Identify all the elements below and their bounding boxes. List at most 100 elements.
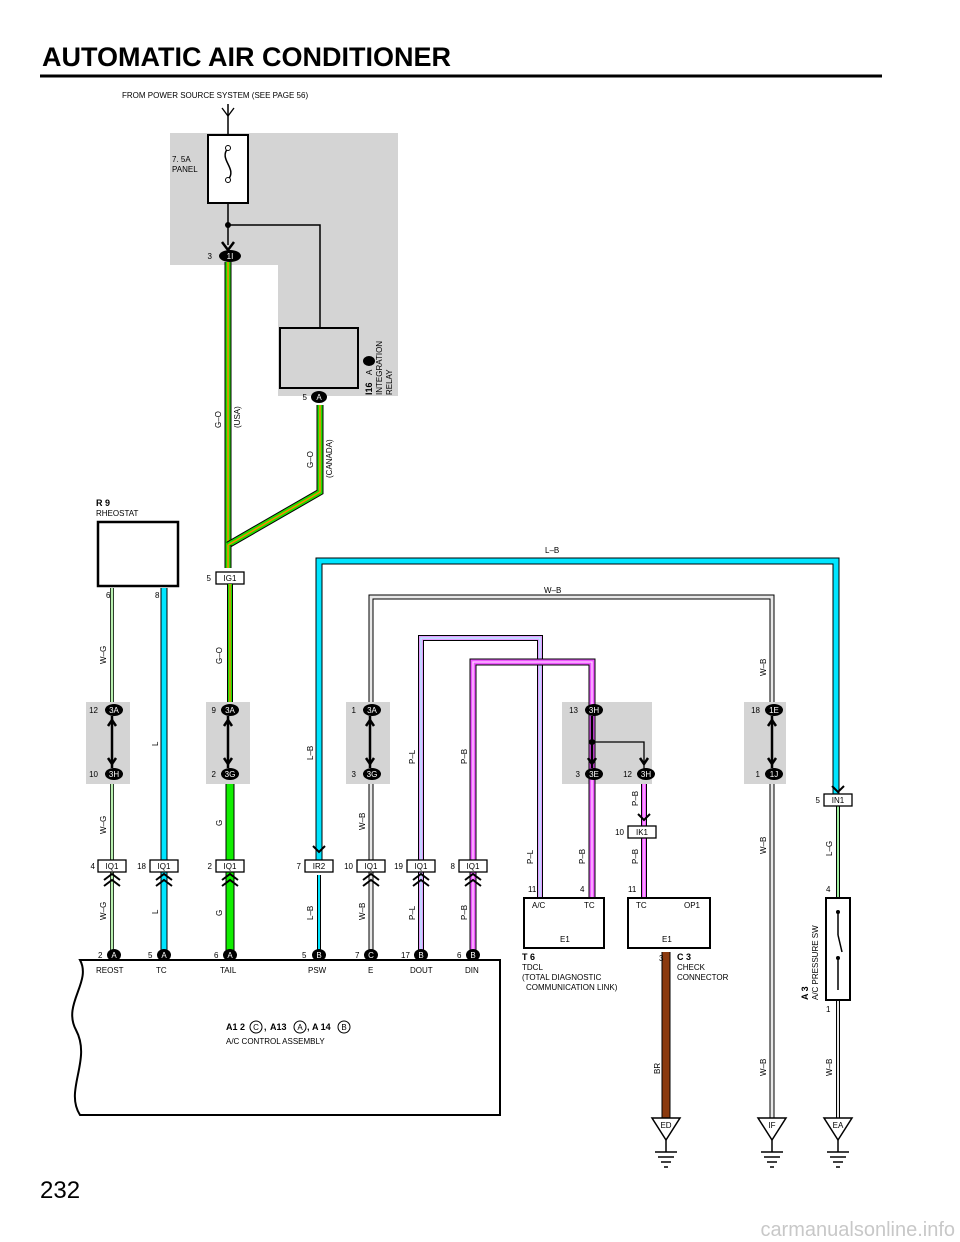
ac-terminal-row: 2 A 5 A 6 A 5 B 7 C 17 B 6 B bbox=[98, 949, 480, 961]
wl-l2: L bbox=[151, 909, 160, 914]
wl-pb2: P–B bbox=[460, 905, 469, 920]
tdcl-line3: COMMUNICATION LINK) bbox=[526, 983, 618, 992]
pin-iq1-19: 19 bbox=[394, 862, 403, 871]
connector-1i bbox=[219, 250, 241, 262]
connector-ik1-label: IK1 bbox=[636, 828, 649, 837]
wl-lb2: L–B bbox=[306, 906, 315, 920]
pin-10: 10 bbox=[89, 770, 98, 779]
conn-iq1-e: IQ1 bbox=[415, 862, 428, 871]
cc-pin-e1: E1 bbox=[662, 935, 672, 944]
wl-wbr1: W–B bbox=[759, 659, 768, 676]
pin-1j: 1 bbox=[756, 770, 761, 779]
pin-ir2-7: 7 bbox=[297, 862, 302, 871]
relay-pin-label: A bbox=[316, 393, 322, 402]
fuse-name: PANEL bbox=[172, 165, 198, 174]
rheostat-code: R 9 bbox=[96, 498, 110, 508]
rheostat-box bbox=[96, 520, 180, 588]
pin-tdcl-4: 4 bbox=[580, 885, 585, 894]
tdcl-code: T 6 bbox=[522, 952, 535, 962]
connector-in1-label: IN1 bbox=[832, 796, 845, 805]
ac-conn-a2: A bbox=[161, 951, 167, 960]
pin-ac-5: 5 bbox=[148, 951, 153, 960]
pin-12b: 12 bbox=[623, 770, 632, 779]
junction-3a-3g-2: 3A 1 3G 3 bbox=[352, 704, 381, 780]
wl-pb5: P–B bbox=[631, 849, 640, 864]
terminal-tc: TC bbox=[156, 966, 167, 975]
conn-3a-1: 3A bbox=[109, 706, 119, 715]
terminal-reost: REOST bbox=[96, 966, 124, 975]
pin-ac-7: 7 bbox=[355, 951, 360, 960]
ac-conn1: C bbox=[253, 1023, 259, 1032]
conn-iq1-b: IQ1 bbox=[158, 862, 171, 871]
wire-label-lb-top: L–B bbox=[545, 546, 559, 555]
pin-18: 18 bbox=[751, 706, 760, 715]
conn-3h-2: 3H bbox=[589, 706, 599, 715]
pin-iq1-10: 10 bbox=[344, 862, 353, 871]
integration-relay-box bbox=[279, 327, 359, 389]
terminal-din: DIN bbox=[465, 966, 479, 975]
conn-3h-3: 3H bbox=[641, 770, 651, 779]
svg-text:,: , bbox=[264, 1022, 267, 1032]
wl-l1: L bbox=[151, 741, 160, 746]
junction-3h-3e: 3H 13 3E 3 3H 12 bbox=[569, 704, 655, 780]
wl-br: BR bbox=[653, 1063, 662, 1074]
junction-box-area-4 bbox=[562, 702, 652, 784]
conn-1j: 1J bbox=[770, 770, 778, 779]
ground-if-label: IF bbox=[768, 1121, 775, 1130]
pin-ig1: 5 bbox=[207, 574, 212, 583]
cc-line1: CHECK bbox=[677, 963, 706, 972]
pin-9: 9 bbox=[212, 706, 217, 715]
connector-in1 bbox=[823, 793, 853, 807]
ground-ed: ED bbox=[650, 1117, 682, 1168]
junction-1e-1j: 1E 18 1J 1 bbox=[751, 704, 783, 780]
conn-1e: 1E bbox=[769, 706, 779, 715]
pin-iq1-4: 4 bbox=[91, 862, 96, 871]
wire-label-wb-top: W–B bbox=[544, 586, 561, 595]
pin-1: 1 bbox=[352, 706, 357, 715]
wl-pl1: P–L bbox=[408, 749, 417, 764]
rheostat-name: RHEOSTAT bbox=[96, 509, 138, 518]
svg-text:,: , bbox=[307, 1022, 310, 1032]
pin-12: 12 bbox=[89, 706, 98, 715]
wl-lg: L–G bbox=[825, 841, 834, 856]
wl-wg1: W–G bbox=[99, 646, 108, 664]
conn-3h-1: 3H bbox=[109, 770, 119, 779]
switch-code: A 3 bbox=[800, 986, 810, 1000]
pin-iq1-18: 18 bbox=[137, 862, 146, 871]
pin-tdcl-11: 11 bbox=[528, 885, 537, 894]
ac-control-assembly-box bbox=[71, 959, 501, 1116]
ac-conn-b3: B bbox=[470, 951, 475, 960]
pin-iq1-8: 8 bbox=[451, 862, 456, 871]
conn-3e: 3E bbox=[589, 770, 599, 779]
ac-conn-c: C bbox=[368, 951, 374, 960]
ac-conn-b2: B bbox=[418, 951, 423, 960]
wl-go1: G–O bbox=[215, 647, 224, 664]
conn-iq1-a: IQ1 bbox=[106, 862, 119, 871]
wl-wb2: W–B bbox=[358, 903, 367, 920]
tdcl-pin-tc: TC bbox=[584, 901, 595, 910]
fuse-rating: 7. 5A bbox=[172, 155, 191, 164]
connector-ik1 bbox=[627, 825, 657, 839]
ac-conn-a1: A bbox=[111, 951, 117, 960]
pin-sw-1: 1 bbox=[826, 1005, 831, 1014]
junction-3a-3h: 3A 12 3H 10 bbox=[89, 704, 123, 780]
wl-wb-ea: W–B bbox=[825, 1059, 834, 1076]
wl-wb1: W–B bbox=[358, 813, 367, 830]
conn-iq1-d: IQ1 bbox=[365, 862, 378, 871]
wl-pl3: P–L bbox=[526, 849, 535, 864]
relay-code: I16 bbox=[364, 382, 374, 395]
pin-in1: 5 bbox=[816, 796, 821, 805]
relay-name-1: INTEGRATION bbox=[375, 341, 384, 395]
wl-pl2: P–L bbox=[408, 905, 417, 920]
pin-rheostat-8: 8 bbox=[155, 591, 160, 600]
wire-label-go-canada: G–O bbox=[306, 451, 315, 468]
relay-pin-connector bbox=[311, 391, 327, 403]
wl-pb4: P–B bbox=[631, 791, 640, 806]
pin-sw-4: 4 bbox=[826, 885, 831, 894]
tdcl-pin-ac: A/C bbox=[532, 901, 546, 910]
wl-g2: G bbox=[215, 910, 224, 916]
pin-ac-5b: 5 bbox=[302, 951, 307, 960]
ground-ea-label: EA bbox=[833, 1121, 844, 1130]
switch-name: A/C PRESSURE SW bbox=[811, 925, 820, 1000]
